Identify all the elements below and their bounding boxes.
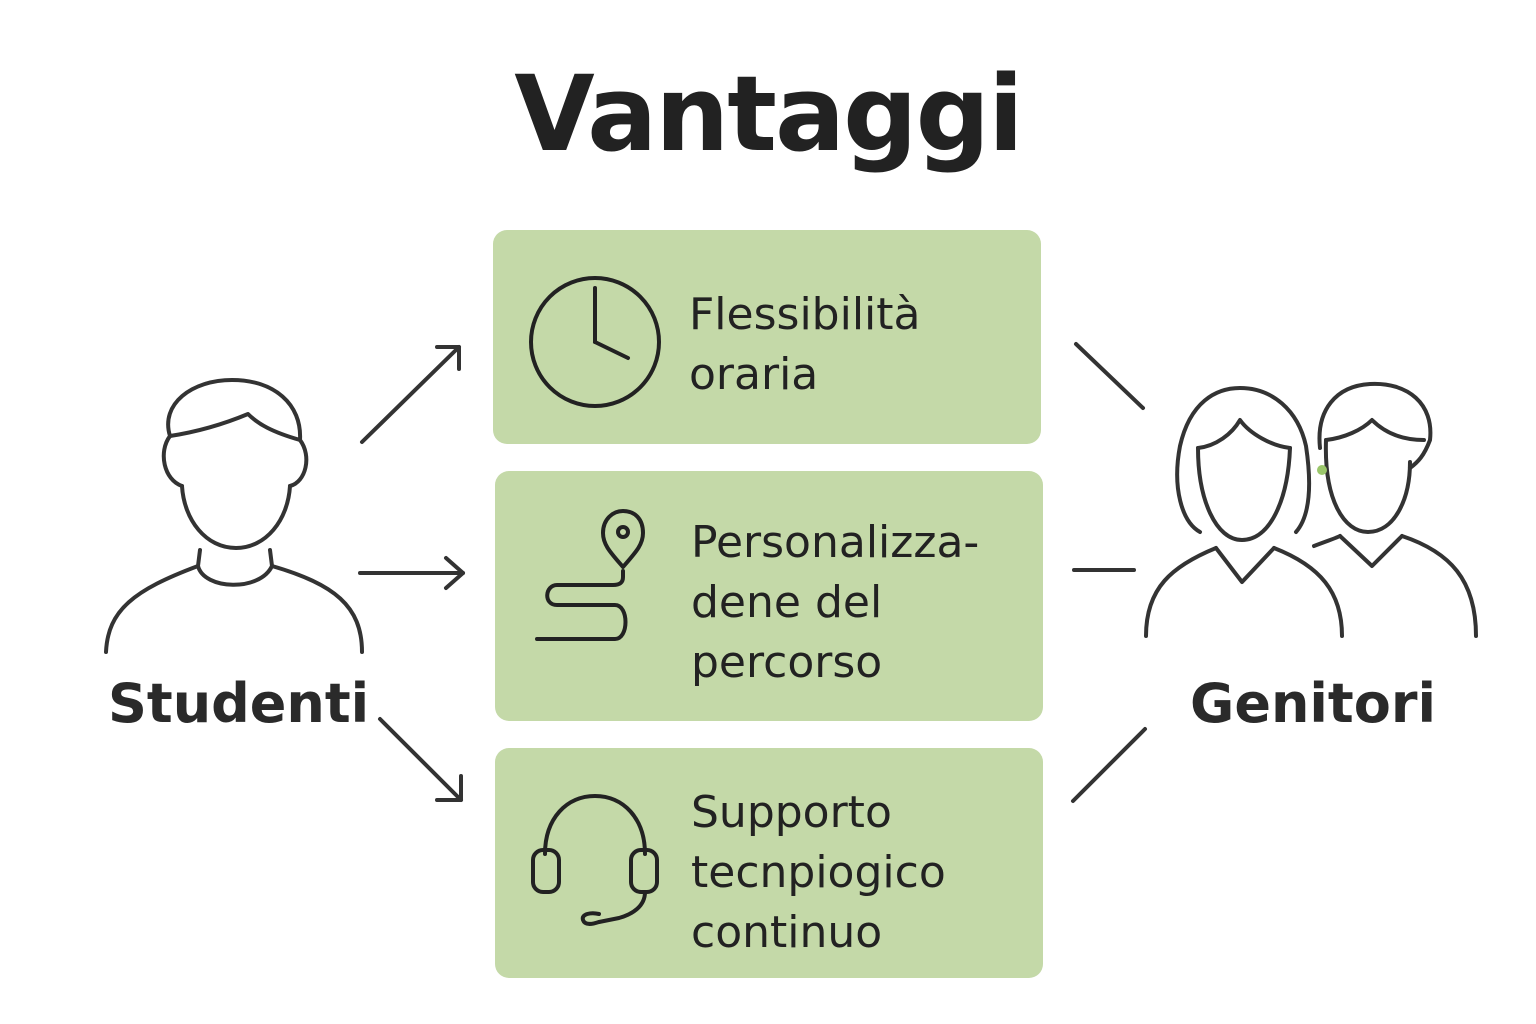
benefit-box-flexibility: Flessibilità oraria <box>493 230 1041 444</box>
student-icon <box>104 378 364 654</box>
benefit-line: percorso <box>691 637 883 688</box>
benefit-line: oraria <box>689 349 819 400</box>
map-route-icon <box>535 509 645 641</box>
arrow-to-personalization <box>358 556 465 590</box>
students-label: Studenti <box>108 672 370 735</box>
benefit-box-support: Supporto tecnpiogico continuo <box>495 748 1043 978</box>
parents-label: Genitori <box>1190 672 1436 735</box>
benefit-text-flexibility: Flessibilità oraria <box>689 285 921 405</box>
clock-icon <box>529 276 661 408</box>
headset-icon <box>531 794 659 926</box>
arrow-to-flexibility <box>360 345 461 444</box>
benefit-line: Supporto <box>691 787 892 838</box>
diagram-title: Vantaggi <box>514 53 1023 175</box>
line-support-to-parents <box>1071 727 1147 803</box>
arrow-to-support <box>378 717 463 802</box>
benefit-line: continuo <box>691 907 883 958</box>
benefit-box-personalization: Personalizza- dene del percorso <box>495 471 1043 721</box>
earring-accent <box>1317 465 1327 475</box>
benefit-line: dene del <box>691 577 883 628</box>
benefit-line: tecnpiogico <box>691 847 946 898</box>
line-flexibility-to-parents <box>1074 342 1145 410</box>
parents-icon <box>1144 381 1478 638</box>
benefit-text-support: Supporto tecnpiogico continuo <box>691 783 946 963</box>
benefit-line: Flessibilità <box>689 289 921 340</box>
benefit-line: Personalizza- <box>691 517 980 568</box>
benefit-text-personalization: Personalizza- dene del percorso <box>691 513 979 693</box>
